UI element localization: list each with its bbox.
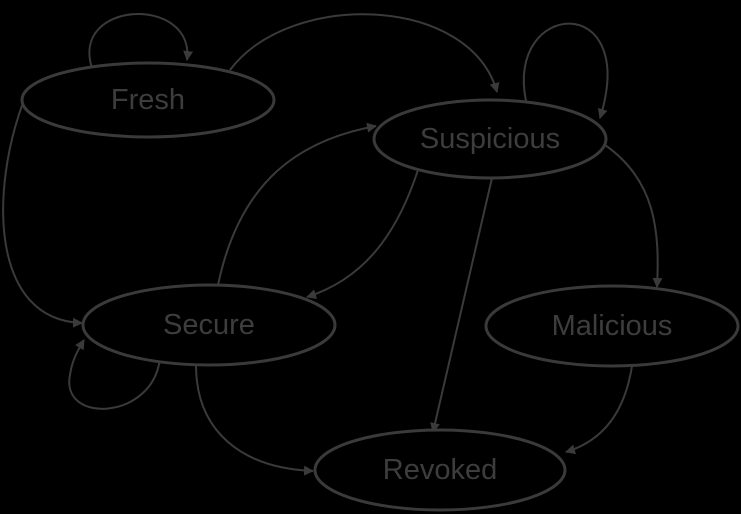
node-malicious: Malicious xyxy=(484,284,740,368)
node-secure: Secure xyxy=(81,283,337,367)
node-fresh-ellipse xyxy=(20,61,276,139)
node-revoked-ellipse xyxy=(313,428,567,512)
edges xyxy=(2,13,663,476)
edge-fresh-to-secure xyxy=(2,99,83,328)
node-suspicious-label: Suspicious xyxy=(420,123,560,155)
node-suspicious: Suspicious xyxy=(372,98,608,180)
edge-malicious-to-revoked xyxy=(565,365,633,455)
node-malicious-label: Malicious xyxy=(552,310,673,342)
node-revoked-label: Revoked xyxy=(383,454,497,486)
edge-suspicious-to-secure xyxy=(306,169,419,300)
node-secure-ellipse xyxy=(81,283,337,367)
node-suspicious-ellipse xyxy=(372,98,608,180)
edge-fresh-to-suspicious xyxy=(229,13,500,93)
node-malicious-ellipse xyxy=(484,284,740,368)
edge-suspicious-self-loop xyxy=(522,22,609,119)
edge-suspicious-to-revoked xyxy=(430,177,493,433)
node-revoked: Revoked xyxy=(313,428,567,512)
edge-fresh-self-loop xyxy=(88,13,194,69)
edge-suspicious-to-malicious xyxy=(604,144,663,288)
edge-secure-to-revoked xyxy=(195,364,314,476)
edge-secure-to-suspicious xyxy=(217,122,377,286)
edge-secure-self-loop xyxy=(68,339,161,410)
node-fresh: Fresh xyxy=(20,61,276,139)
node-secure-label: Secure xyxy=(163,309,255,341)
node-fresh-label: Fresh xyxy=(111,84,185,116)
